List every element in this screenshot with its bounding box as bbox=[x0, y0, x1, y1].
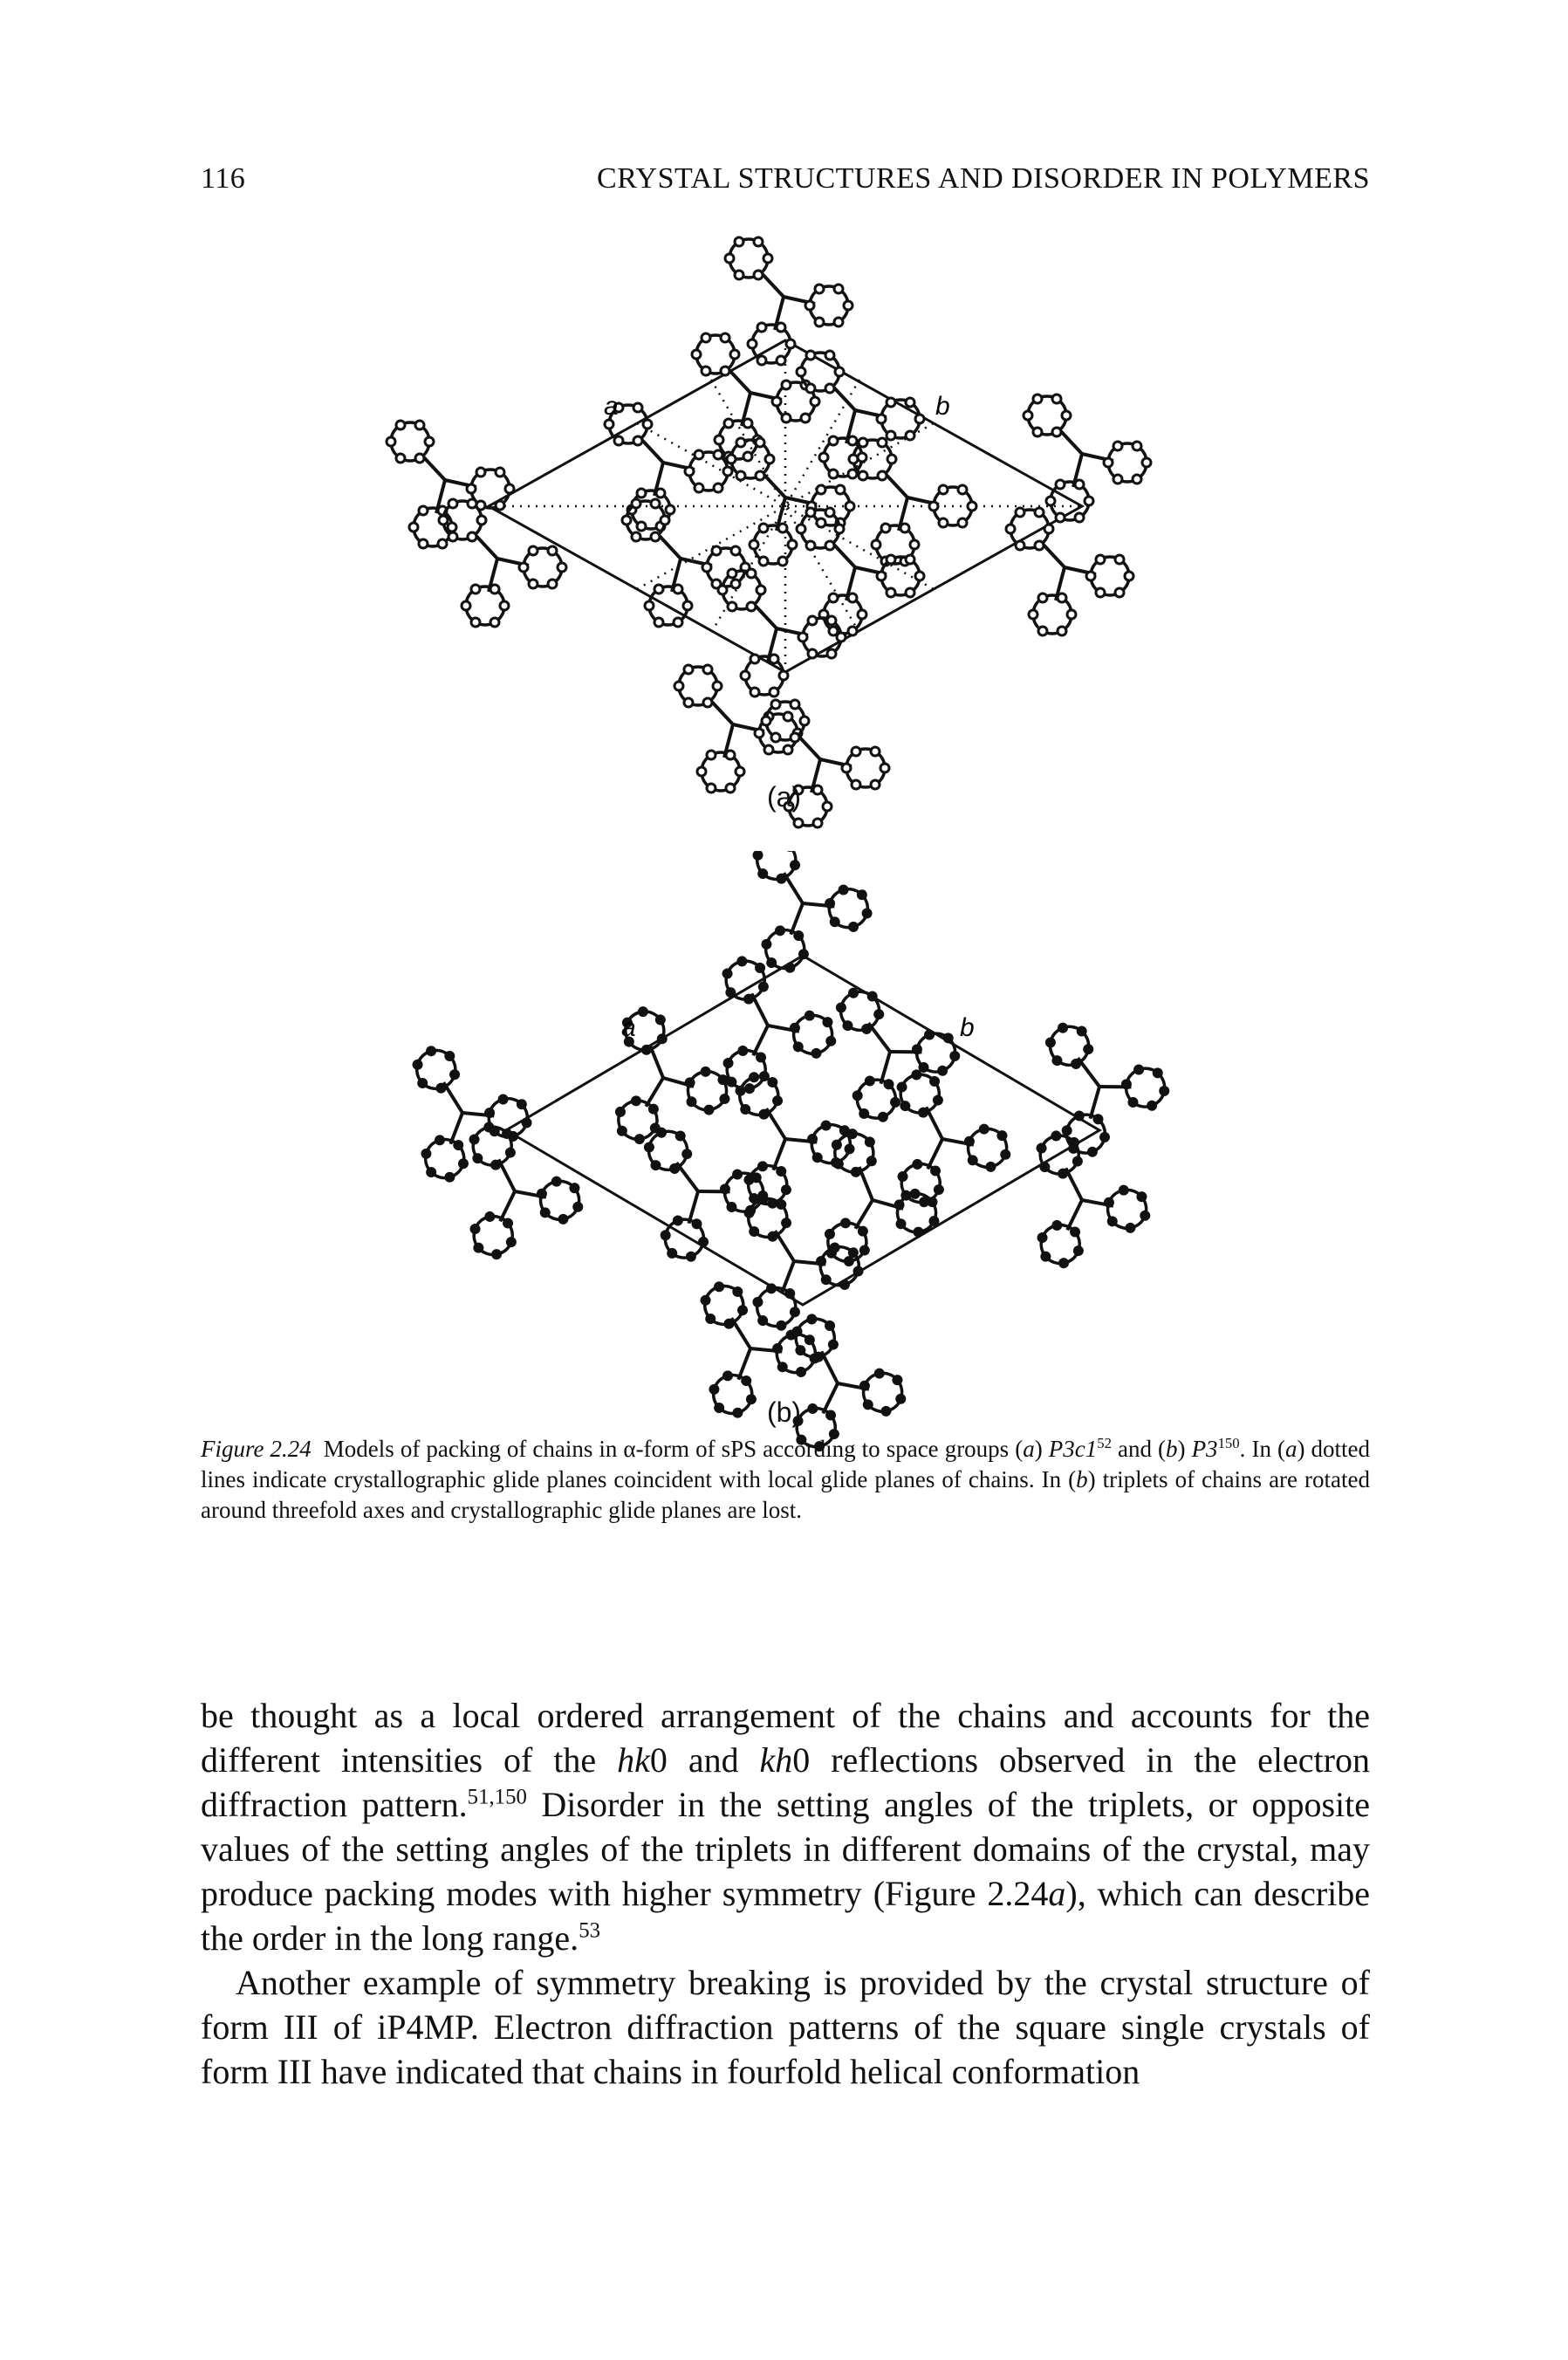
axis-label-b: b bbox=[935, 392, 950, 421]
body-text: be thought as a local ordered arrangemen… bbox=[201, 1693, 1370, 2094]
page-number: 116 bbox=[201, 162, 246, 195]
axis-label-a: a bbox=[621, 1013, 636, 1042]
panel-label-b: (b) bbox=[766, 1396, 802, 1428]
axis-label-a: a bbox=[604, 392, 619, 421]
figure-panel-b: a b bbox=[366, 851, 1204, 1462]
paragraph-1: be thought as a local ordered arrangemen… bbox=[201, 1696, 1371, 1958]
panel-label-a: (a) bbox=[766, 781, 802, 813]
running-title: CRYSTAL STRUCTURES AND DISORDER IN POLYM… bbox=[597, 162, 1370, 195]
axis-label-b: b bbox=[960, 1013, 975, 1042]
figure-label: Figure 2.24 bbox=[201, 1436, 312, 1462]
paragraph-2: Another example of symmetry breaking is … bbox=[201, 1963, 1370, 2091]
running-head: 116 CRYSTAL STRUCTURES AND DISORDER IN P… bbox=[201, 162, 1370, 206]
figure-panel-a: a b bbox=[366, 236, 1204, 864]
